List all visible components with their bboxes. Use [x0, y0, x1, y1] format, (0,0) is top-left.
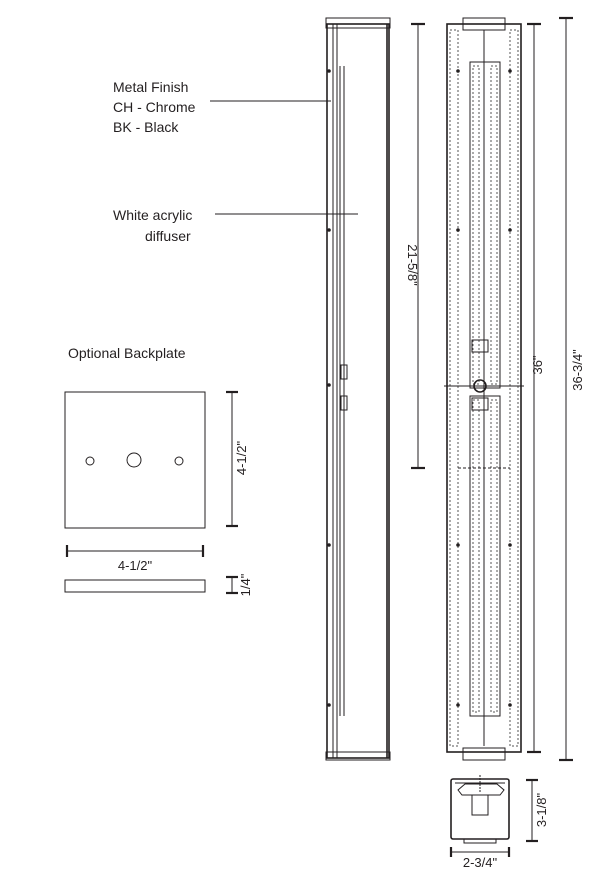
- callout-line-1: White acrylic: [113, 207, 192, 223]
- backplate-height-dim: 4-1/2": [234, 440, 249, 475]
- mount-hole: [473, 379, 487, 393]
- callout-line-2: diffuser: [145, 228, 191, 244]
- backplate-drawing: Optional Backplate 4-1/2" 4-1/2" 1/4": [64, 345, 253, 596]
- side-height-dim: 21-5/8": [405, 244, 420, 286]
- diffuser-callout: White acrylic diffuser: [113, 207, 358, 244]
- cross-section: 3-1/8" 2-3/4": [449, 775, 549, 870]
- backplate-face: [64, 391, 206, 529]
- mount-hole: [174, 456, 184, 466]
- backplate-title: Optional Backplate: [68, 345, 186, 361]
- section-height-dim: 3-1/8": [534, 792, 549, 827]
- backplate-thickness-dim: 1/4": [238, 573, 253, 596]
- front-view: 36" 36-3/4": [444, 16, 585, 762]
- callout-line-3: BK - Black: [113, 119, 179, 135]
- body-height-dim: 36": [530, 355, 545, 374]
- metal-finish-callout: Metal Finish CH - Chrome BK - Black: [113, 79, 331, 135]
- section-width-dim: 2-3/4": [463, 855, 498, 870]
- backplate-edge: [64, 579, 206, 593]
- mount-hole: [85, 456, 95, 466]
- callout-line-1: Metal Finish: [113, 79, 188, 95]
- callout-line-2: CH - Chrome: [113, 99, 196, 115]
- backplate-width-dim: 4-1/2": [118, 558, 153, 573]
- wire-hole: [126, 452, 142, 468]
- overall-height-dim: 36-3/4": [570, 349, 585, 391]
- side-view: 21-5/8": [325, 17, 425, 761]
